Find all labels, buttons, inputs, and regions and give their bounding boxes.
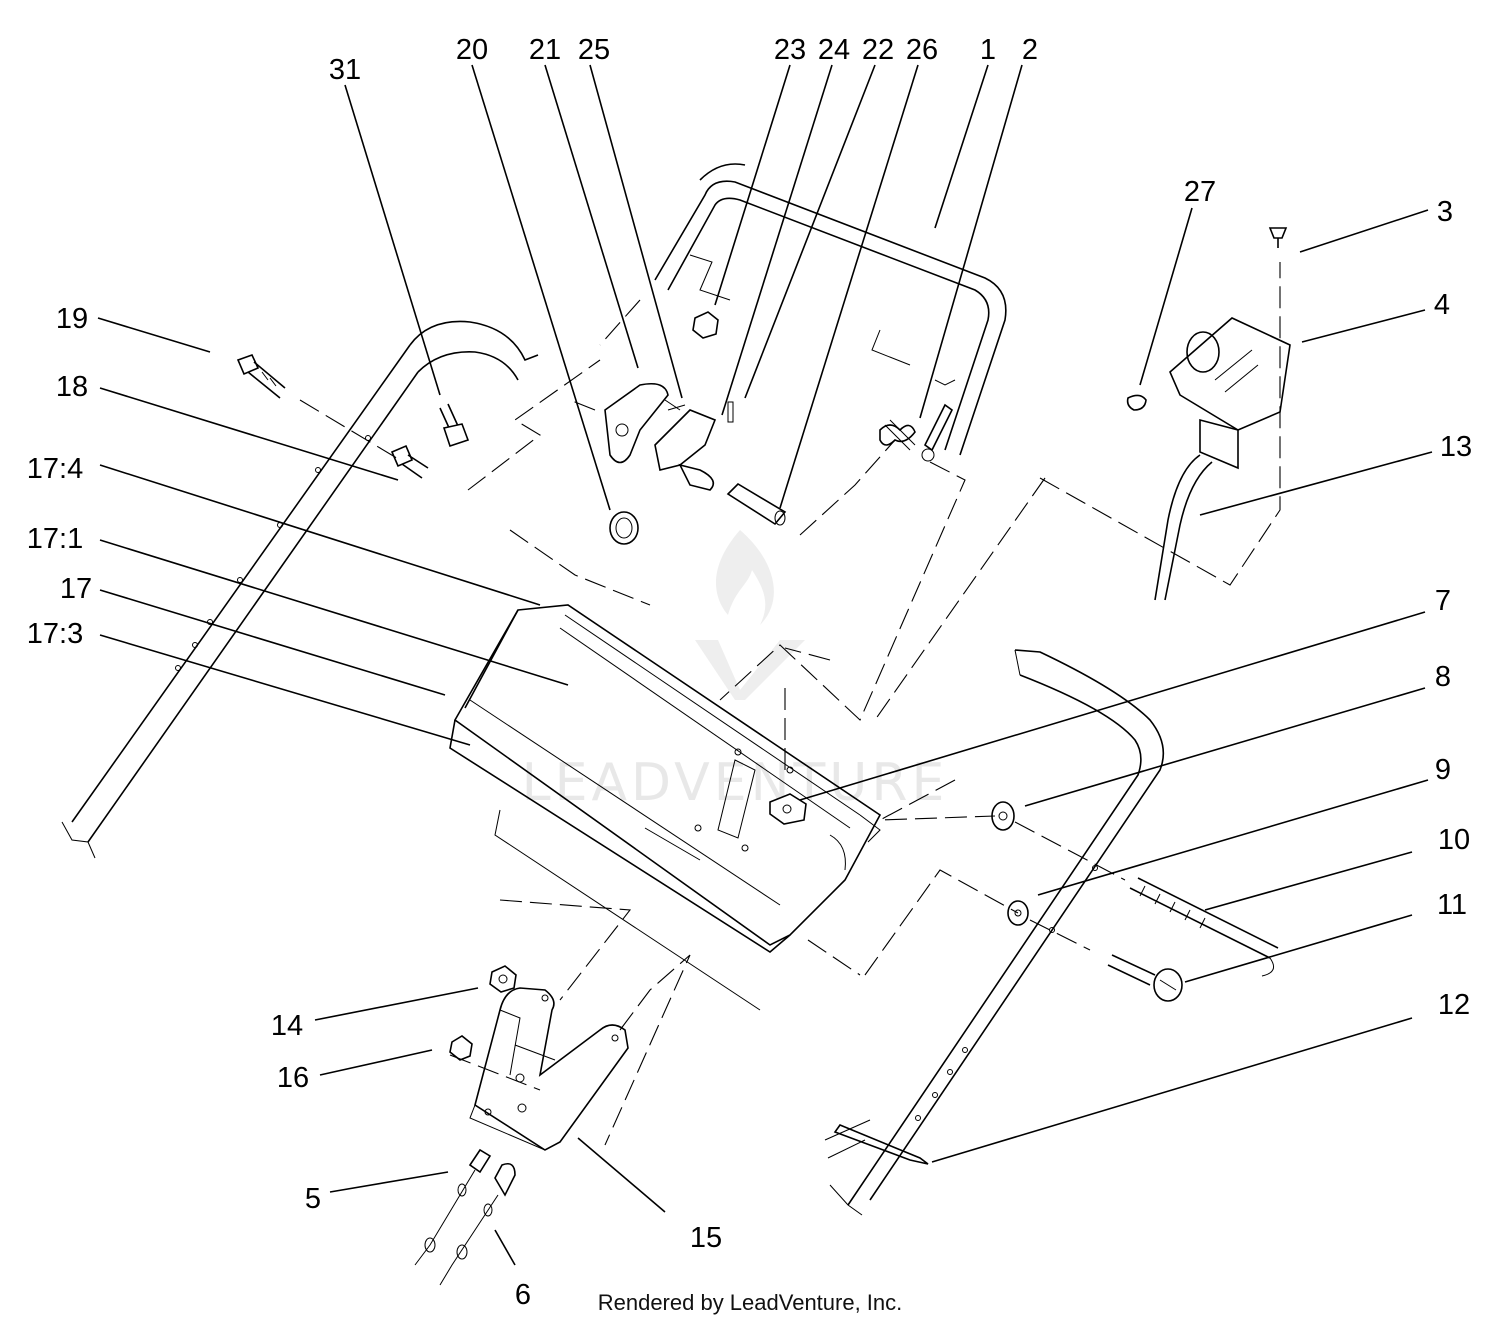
callout-7: 7 [1435, 585, 1451, 617]
bushing-20 [609, 511, 639, 545]
callout-2: 2 [1022, 34, 1038, 66]
callout-23: 23 [774, 34, 806, 66]
callout-21: 21 [529, 34, 561, 66]
callout-17-4: 17:4 [27, 453, 83, 485]
watermark-text: LEADVENTURE [522, 753, 949, 813]
screw-11 [1107, 954, 1183, 1002]
watermark: LEADVENTURE [522, 530, 949, 813]
callout-17-1: 17:1 [27, 523, 83, 555]
assembly-lines [299, 262, 1281, 1146]
clevis-bracket [469, 987, 629, 1151]
callout-17: 17 [60, 573, 92, 605]
throttle-control-4 [1154, 317, 1291, 601]
cable-6 [439, 1162, 516, 1286]
callout-20: 20 [456, 34, 488, 66]
callout-10: 10 [1438, 824, 1470, 856]
callout-17-3: 17:3 [27, 618, 83, 650]
callout-labels: 31 20 21 25 23 24 22 26 1 2 27 3 4 13 19… [27, 34, 1472, 1311]
leader-lines [97, 64, 1433, 1266]
lever-25 [654, 399, 717, 491]
bolt-19 [236, 354, 286, 399]
link-2 [921, 403, 954, 462]
callout-14: 14 [271, 1010, 303, 1042]
right-handle-tube [829, 649, 1165, 1216]
pin-24 [727, 401, 734, 423]
cable-tie-12 [824, 1119, 929, 1165]
callout-16: 16 [277, 1062, 309, 1094]
callout-24: 24 [818, 34, 850, 66]
callout-18: 18 [56, 371, 88, 403]
washer-9 [1007, 900, 1029, 926]
spacer-22 [726, 482, 787, 526]
bolt-31 [439, 403, 470, 448]
control-bracket [449, 604, 882, 1011]
bolt-18 [390, 444, 429, 479]
callout-19: 19 [56, 303, 88, 335]
watermark-flame-icon [715, 530, 774, 625]
spring-26 [879, 419, 916, 451]
callout-31: 31 [329, 54, 361, 86]
screw-3 [1268, 227, 1288, 248]
callout-27: 27 [1184, 176, 1216, 208]
clip-27 [1126, 394, 1147, 411]
callout-6: 6 [515, 1279, 531, 1311]
nut-7 [769, 793, 807, 825]
callout-11: 11 [1437, 889, 1467, 921]
threaded-rod-10 [1129, 877, 1279, 977]
cable-5 [414, 1148, 492, 1266]
callout-4: 4 [1434, 289, 1450, 321]
nut-14 [489, 965, 517, 993]
callout-26: 26 [906, 34, 938, 66]
nut-16 [449, 1035, 473, 1061]
callout-12: 12 [1438, 989, 1470, 1021]
callout-5: 5 [305, 1183, 321, 1215]
callout-9: 9 [1435, 754, 1451, 786]
callout-13: 13 [1440, 431, 1472, 463]
washer-8 [991, 801, 1015, 831]
callout-25: 25 [578, 34, 610, 66]
callout-15: 15 [690, 1222, 722, 1254]
latch-plate-21 [604, 382, 669, 464]
callout-8: 8 [1435, 661, 1451, 693]
nut-23 [692, 311, 719, 339]
callout-3: 3 [1437, 196, 1453, 228]
watermark-v-icon [695, 640, 805, 700]
footer-credit: Rendered by LeadVenture, Inc. [598, 1290, 903, 1315]
left-handle-tube [61, 320, 539, 859]
callout-1: 1 [980, 34, 996, 66]
callout-22: 22 [862, 34, 894, 66]
bail-handle [654, 163, 1007, 456]
